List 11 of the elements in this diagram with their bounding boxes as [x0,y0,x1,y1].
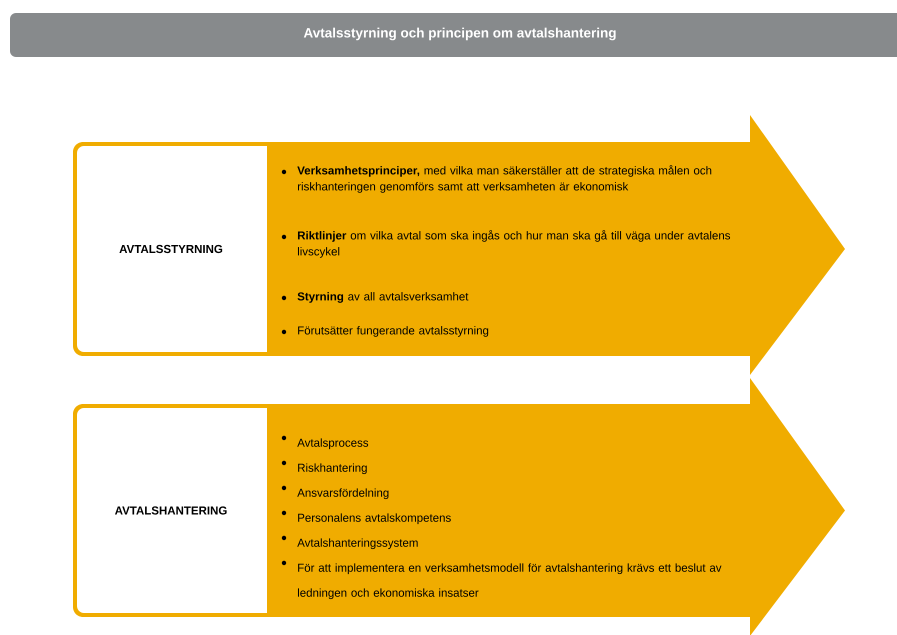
bullet-item: Avtalshanteringssystem [282,536,418,550]
bullet-item: Avtalsprocess [282,436,368,450]
bullet-item: Riktlinjer om vilka avtal som ska ingås och hur man ska gå till väga under avtalens livscykel [282,230,730,258]
title-bar: Avtalsstyrning och principen om avtalshantering [10,13,897,57]
bullet-item: Personalens avtalskompetens [282,510,451,524]
bullet-item: Förutsätter fungerande avtalsstyrning [282,326,488,337]
bullet-item: För att implementera en verksamhetsmodell för avtalshantering krävs ett beslut av ledningen och ekonomiska insatser [282,560,722,600]
bullet-item: Styrning av all avtalsverksamhet [282,292,468,303]
bullet-item: Ansvarsfördelning [282,486,388,500]
bullet-item: Verksamhetsprinciper, med vilka man säkerställer att de strategiska målen och riskhanteringen genomförs samt att verksamheten är ekonomisk [282,165,712,193]
bullet-item: Riskhantering [282,460,367,474]
